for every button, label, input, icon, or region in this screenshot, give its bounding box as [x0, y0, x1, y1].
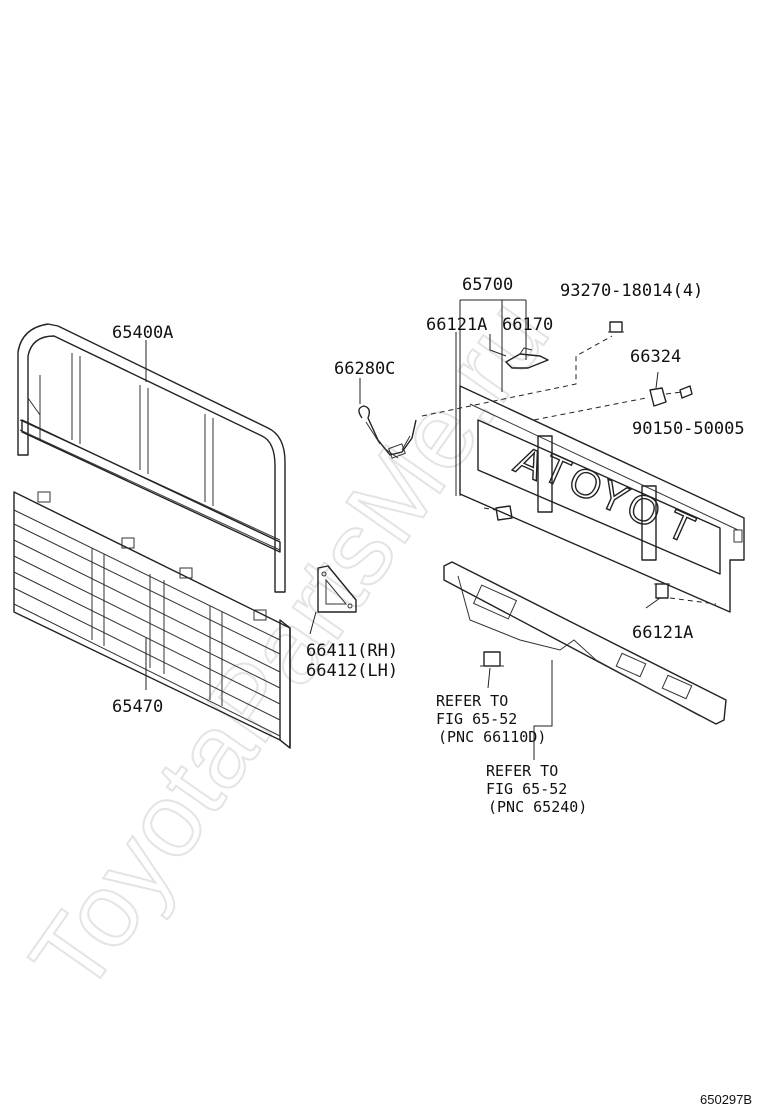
refer-note-1-line3: (PNC 66110D): [438, 728, 546, 746]
cushion-part: [649, 387, 667, 407]
chain-part: [358, 405, 417, 459]
tailgate-letter-6: T: [660, 502, 700, 552]
side-panel-part: [13, 491, 291, 749]
callout-tailgate-assy: 65700: [462, 275, 513, 295]
callout-bolt-set: 93270-18014(4): [560, 281, 703, 301]
refer-note-2-line3: (PNC 65240): [488, 798, 587, 816]
refer-note-2-line2: FIG 65-52: [486, 780, 567, 798]
refer-note-1: REFER TO FIG 65-52 (PNC 66110D): [436, 692, 546, 746]
refer-note-2-line1: REFER TO: [486, 762, 558, 780]
bolt-part: [608, 321, 624, 333]
leader-lines: [145, 299, 717, 760]
latch-part: [505, 347, 549, 369]
figure-id: 650297B: [700, 1092, 752, 1107]
callout-cushion: 66324: [630, 347, 681, 367]
screw-part: [679, 385, 693, 399]
corner-bracket-part: [317, 565, 357, 613]
refer-note-2: REFER TO FIG 65-52 (PNC 65240): [486, 762, 587, 816]
hook-bracket-part: [480, 651, 504, 667]
callout-hinge-pin-lower: 66121A: [632, 623, 693, 643]
refer-note-1-line1: REFER TO: [436, 692, 508, 710]
callout-hinge-pin-upper: 66121A: [426, 315, 487, 335]
hinge-pin-lower-part: [654, 583, 670, 599]
callout-header-board: 65400A: [112, 323, 173, 343]
callout-screw: 90150-50005: [632, 419, 745, 439]
callout-latch: 66170: [502, 315, 553, 335]
callout-side-panel: 65470: [112, 697, 163, 717]
callout-bracket-rh: 66411(RH): [306, 641, 398, 661]
rear-sill-part: [443, 561, 727, 725]
callout-bracket-lh: 66412(LH): [306, 661, 398, 681]
header-board-part: [17, 323, 286, 593]
refer-note-1-line2: FIG 65-52: [436, 710, 517, 728]
callout-chain: 66280C: [334, 359, 395, 379]
